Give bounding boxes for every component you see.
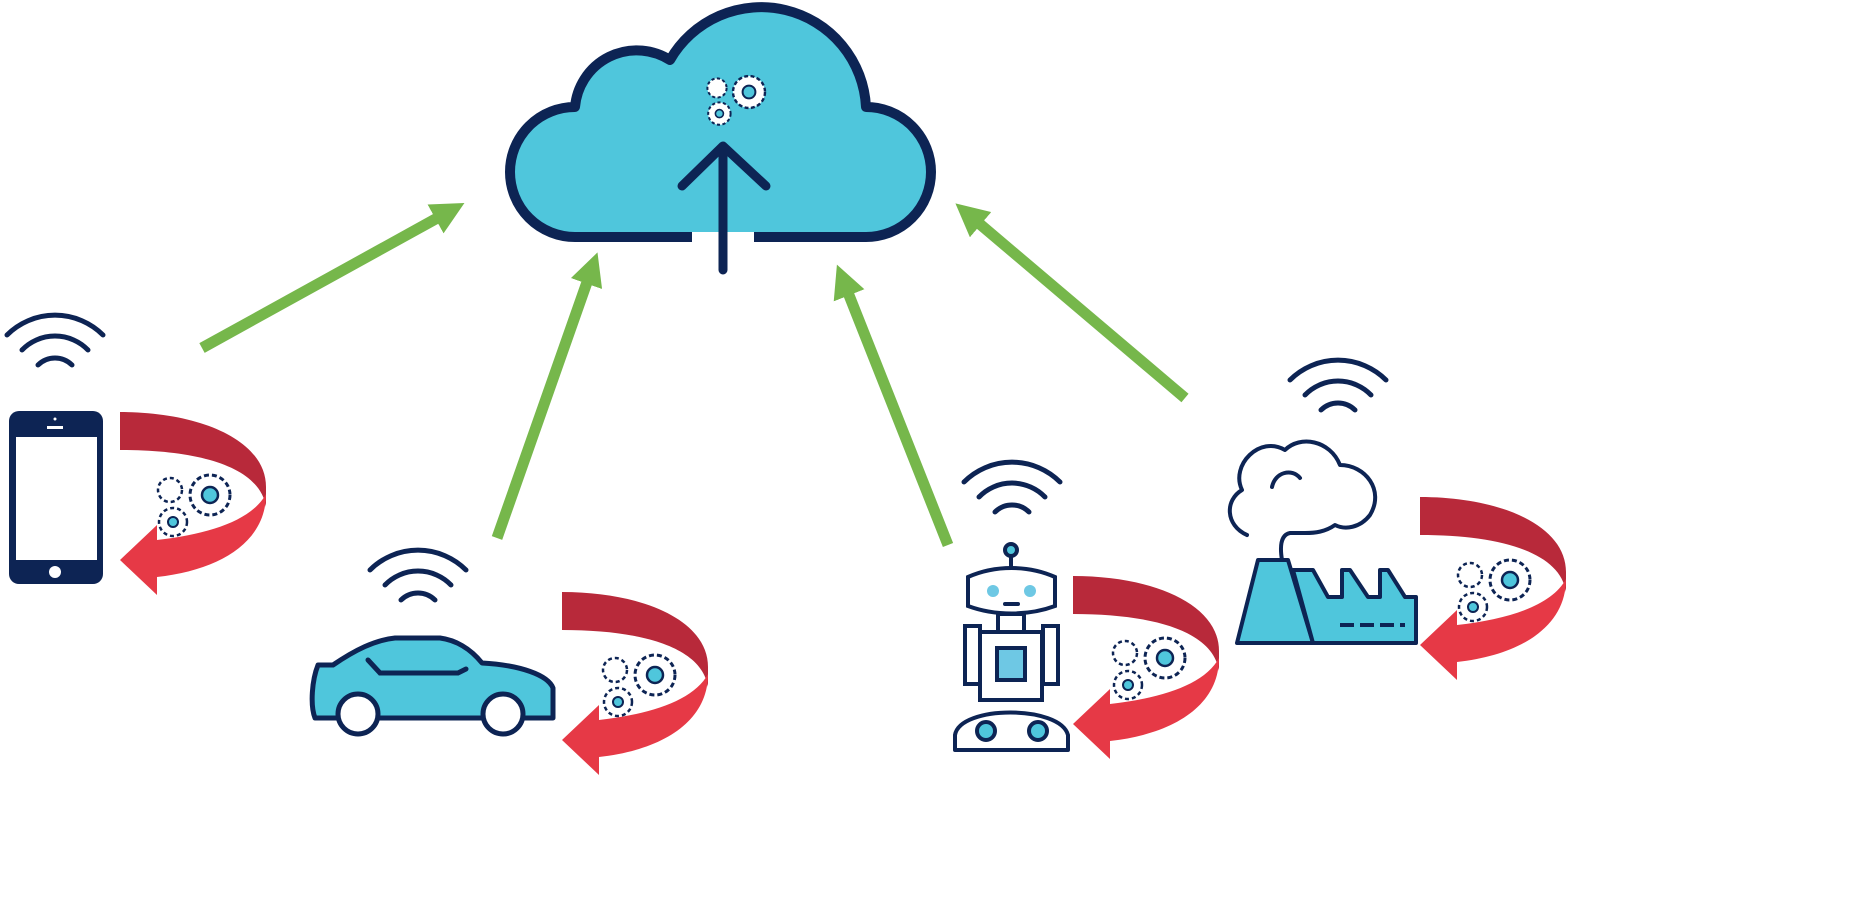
arrow-car-to-cloud — [491, 252, 603, 540]
factory-node — [1227, 360, 1566, 680]
local-processing-loop-icon — [1073, 576, 1219, 759]
upload-arrows — [199, 203, 1189, 548]
cloud-upload-icon — [505, 2, 936, 275]
arrow-phone-to-cloud — [199, 203, 465, 353]
robot-node — [953, 462, 1219, 759]
wifi-icon — [1290, 360, 1386, 410]
wifi-icon — [7, 315, 103, 365]
gear-icon — [156, 473, 232, 538]
wifi-icon — [370, 550, 466, 600]
wifi-icon — [964, 462, 1060, 512]
arrow-factory-to-cloud — [955, 203, 1189, 403]
gear-icon — [1456, 558, 1532, 623]
smartphone-node — [7, 315, 266, 595]
smartphone-icon — [9, 411, 103, 584]
gear-icon — [1111, 636, 1187, 701]
robot-icon — [953, 542, 1070, 752]
car-node — [309, 550, 708, 775]
arrow-robot-to-cloud — [833, 264, 954, 548]
factory-icon — [1227, 439, 1418, 645]
local-processing-loop-icon — [562, 592, 708, 775]
car-icon — [309, 635, 556, 737]
